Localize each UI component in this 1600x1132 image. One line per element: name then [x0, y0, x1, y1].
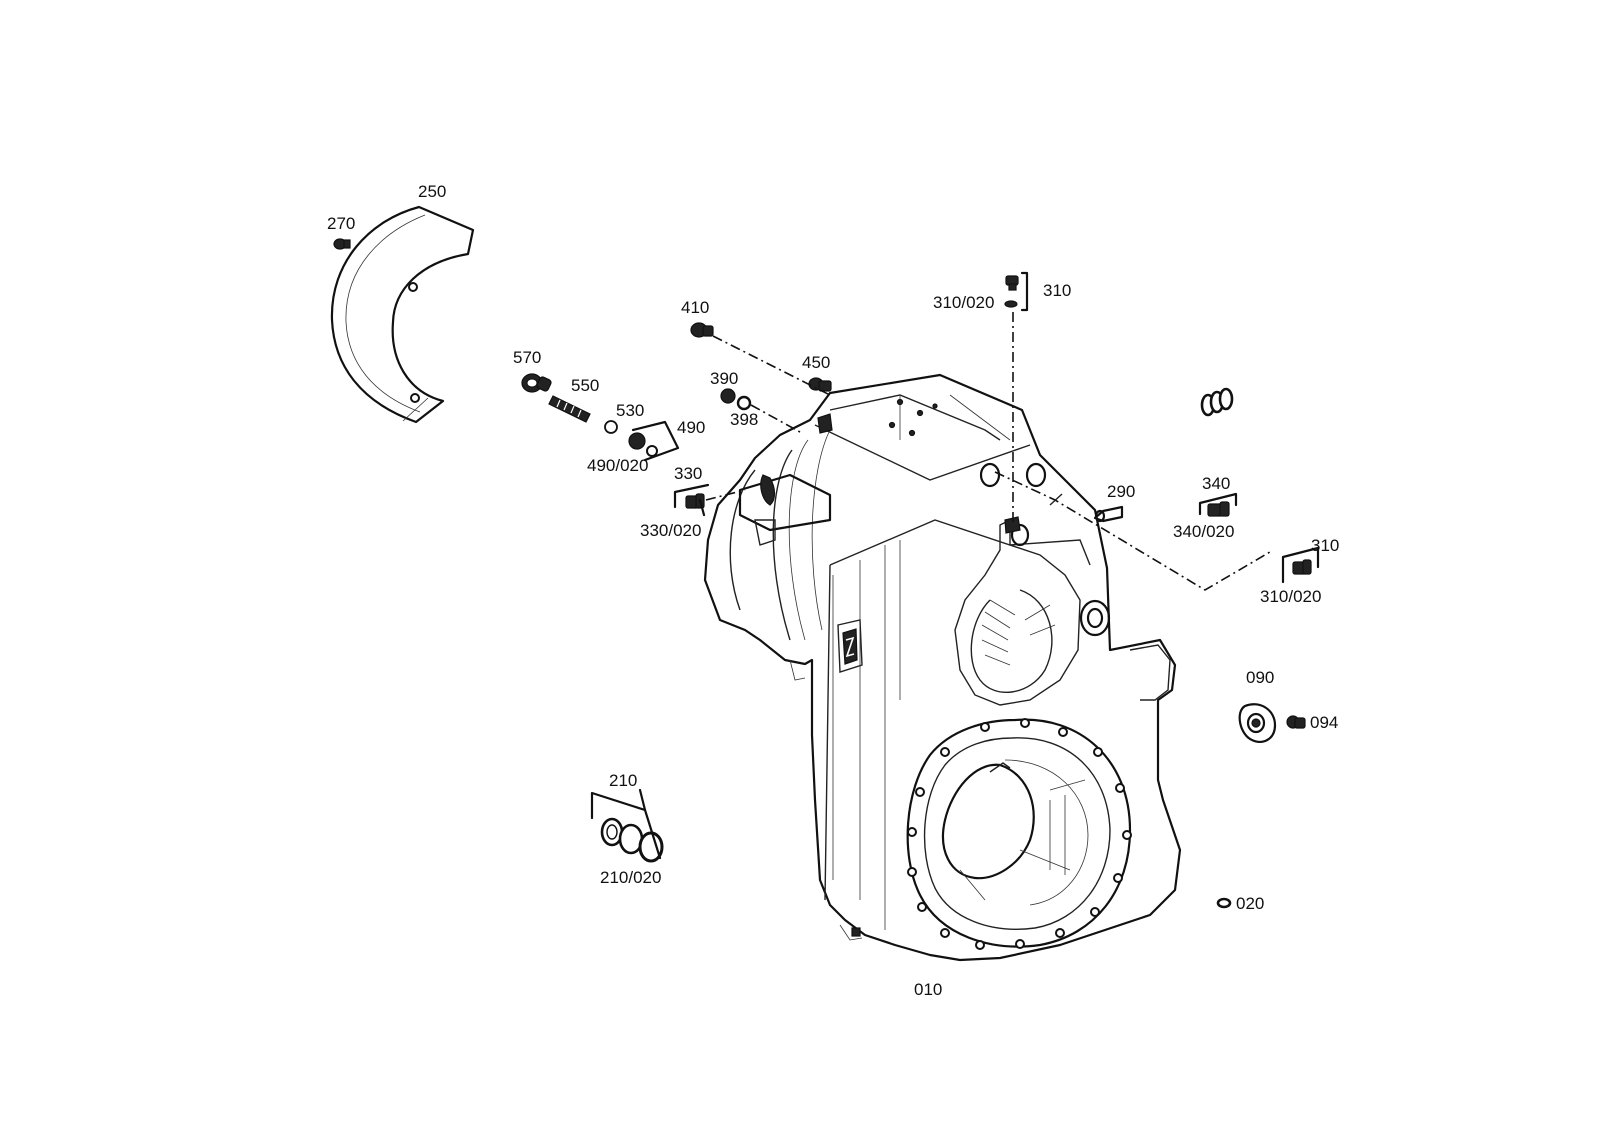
label-310-020-right: 310/020: [1260, 587, 1321, 606]
label-270: 270: [327, 214, 355, 233]
label-550: 550: [571, 376, 599, 395]
part-390-398-screw-and-ring: [720, 388, 752, 411]
label-530: 530: [616, 401, 644, 420]
part-090-cover: [1238, 703, 1277, 743]
label-450: 450: [802, 353, 830, 372]
part-310-right-screw-plug: [1281, 546, 1320, 584]
label-490-020: 490/020: [587, 456, 648, 475]
part-530-ring: [604, 420, 618, 434]
label-570: 570: [513, 348, 541, 367]
label-210: 210: [609, 771, 637, 790]
part-spring-unlabeled: [1200, 387, 1234, 417]
label-330-020: 330/020: [640, 521, 701, 540]
label-340: 340: [1202, 474, 1230, 493]
part-410-screw-plug: [690, 322, 714, 338]
part-094-screw: [1286, 715, 1306, 729]
label-310-top: 310: [1043, 281, 1071, 300]
label-340-020: 340/020: [1173, 522, 1234, 541]
part-330-screw-plug: [673, 483, 710, 517]
part-290-screw: [1093, 505, 1124, 523]
label-210-020: 210/020: [600, 868, 661, 887]
assembly-leader-lines: [705, 312, 1271, 591]
label-310-right: 310: [1311, 536, 1339, 555]
part-number-labels: 250 270 410 310 310/020 570 550 450 390 …: [327, 182, 1339, 999]
part-310-top-screw: [1004, 271, 1029, 312]
part-570-550-plug-and-spring: [521, 373, 591, 423]
label-310-020-top: 310/020: [933, 293, 994, 312]
part-250-cover-plate: [330, 205, 475, 424]
label-010: 010: [914, 980, 942, 999]
zf-logo-badge: [837, 619, 863, 673]
label-020: 020: [1236, 894, 1264, 913]
label-398: 398: [730, 410, 758, 429]
part-010-gear-housing: [703, 373, 1182, 962]
label-250: 250: [418, 182, 446, 201]
part-490-screw-plug: [628, 420, 680, 462]
part-270-screw: [333, 238, 351, 250]
label-390: 390: [710, 369, 738, 388]
part-450-screw: [808, 377, 832, 392]
label-094: 094: [1310, 713, 1338, 732]
label-330: 330: [674, 464, 702, 483]
part-340-screw-plug: [1198, 492, 1238, 517]
flange-bolt-holes: [907, 718, 1132, 950]
label-290: 290: [1107, 482, 1135, 501]
part-020-o-ring: [1216, 897, 1232, 909]
label-090: 090: [1246, 668, 1274, 687]
label-410: 410: [681, 298, 709, 317]
label-490: 490: [677, 418, 705, 437]
part-210-seal-ring: [590, 788, 664, 863]
